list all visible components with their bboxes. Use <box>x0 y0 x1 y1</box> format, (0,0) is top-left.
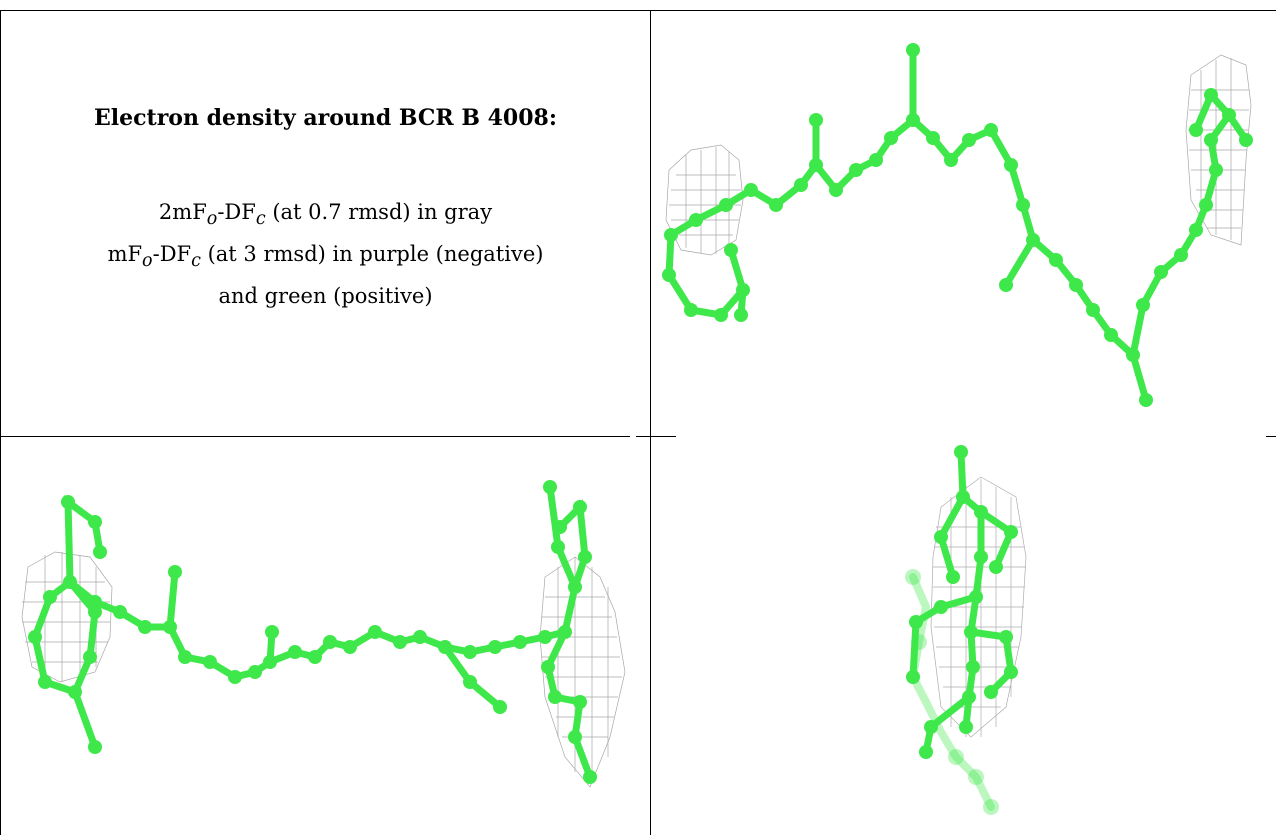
molecule-atoms <box>906 445 1018 759</box>
caption-line-3: and green (positive) <box>218 284 433 309</box>
table-top-rule <box>0 10 1276 11</box>
molecule-view-3 <box>905 445 1027 815</box>
table-row-rule-mid <box>636 436 676 437</box>
caption-text: 2mFo-DFc (at 0.7 rmsd) in gray mFo-DFc (… <box>0 195 651 314</box>
caption-line-2: mFo-DFc (at 3 rmsd) in purple (negative) <box>107 242 544 272</box>
figure-title: Electron density around BCR B 4008: <box>94 105 557 131</box>
molecule-atoms-faded <box>905 569 999 815</box>
view-top-right <box>651 10 1276 436</box>
caption-cell: Electron density around BCR B 4008: 2mFo… <box>0 0 651 436</box>
table-row-rule-left <box>0 436 630 437</box>
molecule-atoms <box>28 480 597 784</box>
caption-line-1: 2mFo-DFc (at 0.7 rmsd) in gray <box>158 200 493 230</box>
view-bottom-left <box>0 437 651 835</box>
table-row-rule-right <box>1266 436 1276 437</box>
view-bottom-right <box>651 437 1276 835</box>
molecule-view-2 <box>21 480 626 788</box>
table-left-rule <box>0 10 1 835</box>
molecule-view-1 <box>662 43 1253 407</box>
density-mesh <box>21 551 626 788</box>
density-mesh <box>665 54 1252 256</box>
table-middle-rule <box>650 10 651 835</box>
molecule-atoms <box>662 43 1253 407</box>
molecule-bonds <box>665 46 1250 404</box>
molecule-bonds <box>31 483 594 781</box>
